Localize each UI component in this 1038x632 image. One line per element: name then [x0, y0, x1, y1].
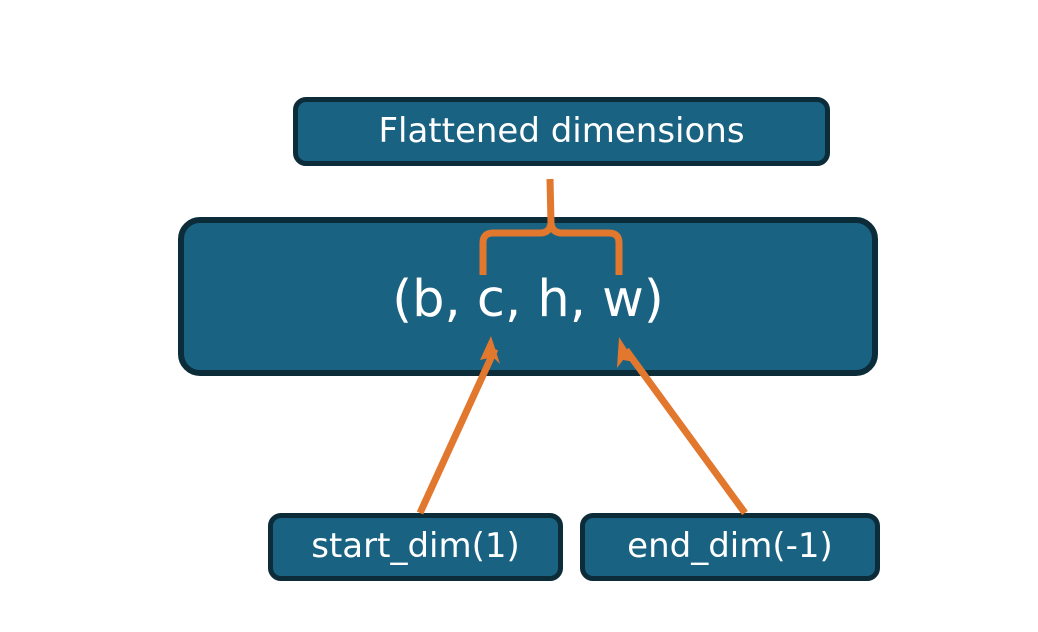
node-tensor-shape[interactable]: (b, c, h, w) — [178, 217, 878, 376]
node-flattened-dimensions[interactable]: Flattened dimensions — [293, 97, 830, 166]
node-start-dim[interactable]: start_dim(1) — [268, 513, 563, 581]
node-tensor-shape-label: (b, c, h, w) — [392, 270, 664, 330]
node-flattened-dimensions-label: Flattened dimensions — [378, 110, 745, 151]
node-end-dim-label: end_dim(-1) — [627, 526, 833, 567]
node-start-dim-label: start_dim(1) — [311, 526, 520, 567]
node-end-dim[interactable]: end_dim(-1) — [580, 513, 880, 581]
